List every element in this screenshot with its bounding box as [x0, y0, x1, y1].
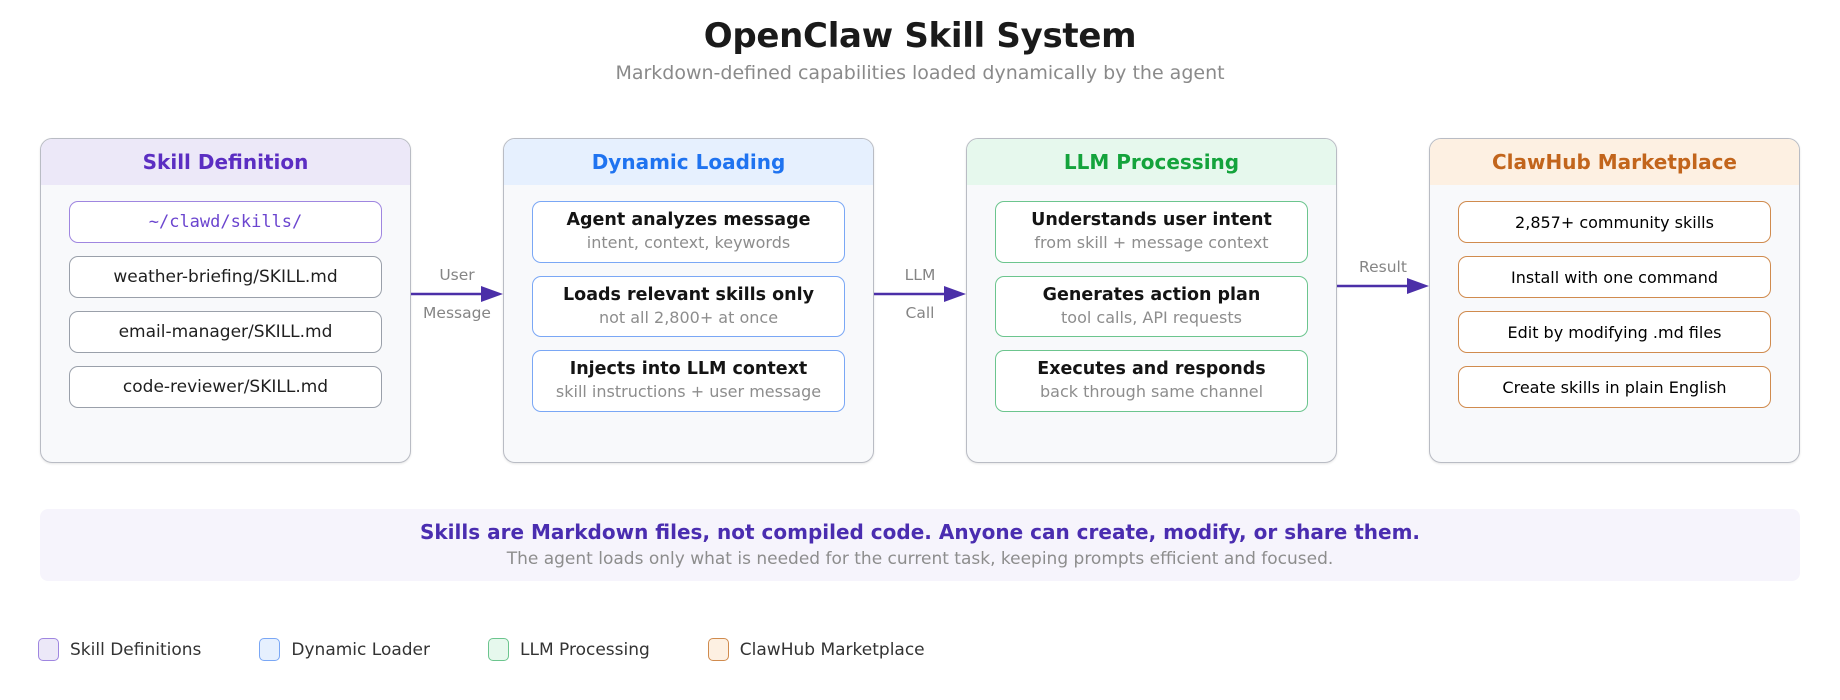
item-chip[interactable]: Create skills in plain English: [1458, 366, 1771, 408]
summary-banner-subtext: The agent loads only what is needed for …: [506, 549, 1334, 570]
flow-connector: Result: [1337, 138, 1429, 463]
flow-connector: LLM Call: [874, 138, 966, 463]
item-subtitle: from skill + message context: [1034, 232, 1269, 252]
item-chip[interactable]: email-manager/SKILL.md: [69, 311, 382, 353]
legend-swatch-icon: [259, 638, 281, 661]
item-title: weather-briefing/SKILL.md: [113, 267, 338, 287]
arrow-right-icon: [874, 286, 966, 303]
item-chip[interactable]: weather-briefing/SKILL.md: [69, 256, 382, 298]
legend-swatch-icon: [707, 638, 729, 661]
item-chip[interactable]: Install with one command: [1458, 256, 1771, 298]
item-chip[interactable]: code-reviewer/SKILL.md: [69, 366, 382, 408]
flow-label-bottom: Message: [423, 304, 491, 323]
arrow-right-icon: [1337, 278, 1429, 295]
item-subtitle: not all 2,800+ at once: [598, 307, 779, 327]
item-title: email-manager/SKILL.md: [118, 322, 333, 342]
legend: Skill Definitions Dynamic Loader LLM Proce…: [38, 638, 983, 661]
item-title: Agent analyzes message: [566, 210, 811, 230]
panel-header-skill-definition: Skill Definition: [41, 139, 410, 185]
item-subtitle: skill instructions + user message: [555, 382, 822, 402]
legend-item: Dynamic Loader: [259, 638, 430, 661]
item-chip[interactable]: Edit by modifying .md files: [1458, 311, 1771, 353]
arrow-right-icon: [411, 286, 503, 303]
summary-banner-headline: Skills are Markdown files, not compiled …: [419, 520, 1421, 545]
item-title: code-reviewer/SKILL.md: [122, 377, 329, 397]
item-title: ~/clawd/skills/: [148, 212, 303, 232]
panel-header-dynamic-loading: Dynamic Loading: [504, 139, 873, 185]
item-title: Understands user intent: [1031, 210, 1272, 230]
flow-label-top: Result: [1359, 258, 1407, 276]
item-title: Install with one command: [1511, 267, 1718, 287]
item-title: Injects into LLM context: [569, 359, 808, 380]
panel-header-clawhub-marketplace: ClawHub Marketplace: [1430, 139, 1799, 185]
page-subtitle: Markdown-defined capabilities loaded dyn…: [615, 62, 1225, 84]
flow-label-bottom: Call: [905, 304, 935, 323]
item-title: Create skills in plain English: [1502, 377, 1727, 397]
legend-label: LLM Processing: [520, 639, 650, 660]
legend-item: ClawHub Marketplace: [707, 638, 925, 661]
flow-label-top: User: [439, 266, 475, 284]
item-title: 2,857+ community skills: [1515, 212, 1714, 232]
flow-label-top: LLM: [904, 266, 936, 284]
legend-item: Skill Definitions: [38, 638, 201, 661]
item-subtitle: tool calls, API requests: [1061, 307, 1242, 327]
legend-label: ClawHub Marketplace: [739, 639, 925, 660]
panel-skill-definition: Skill Definition~/clawd/skills/weather-b…: [40, 138, 411, 463]
page-title: OpenClaw Skill System: [703, 16, 1137, 56]
legend-item: LLM Processing: [488, 638, 650, 661]
legend-label: Dynamic Loader: [291, 639, 430, 660]
legend-swatch-icon: [38, 638, 59, 661]
item-subtitle: intent, context, keywords: [586, 232, 791, 252]
item-title: Edit by modifying .md files: [1507, 322, 1722, 342]
panel-body-skill-definition: ~/clawd/skills/weather-briefing/SKILL.md…: [41, 185, 410, 462]
item-subtitle: back through same channel: [1039, 382, 1264, 402]
item-title: Executes and responds: [1037, 359, 1266, 380]
panel-header-llm-processing: LLM Processing: [967, 139, 1336, 185]
item-title: Loads relevant skills only: [563, 284, 814, 305]
item-title: Generates action plan: [1042, 284, 1261, 305]
pipeline-columns: Skill Definition~/clawd/skills/weather-b…: [40, 138, 1800, 463]
summary-banner: Skills are Markdown files, not compiled …: [40, 509, 1800, 581]
item-chip[interactable]: 2,857+ community skills: [1458, 201, 1771, 243]
legend-label: Skill Definitions: [70, 639, 202, 660]
item-chip[interactable]: ~/clawd/skills/: [69, 201, 382, 243]
legend-swatch-icon: [488, 638, 509, 661]
